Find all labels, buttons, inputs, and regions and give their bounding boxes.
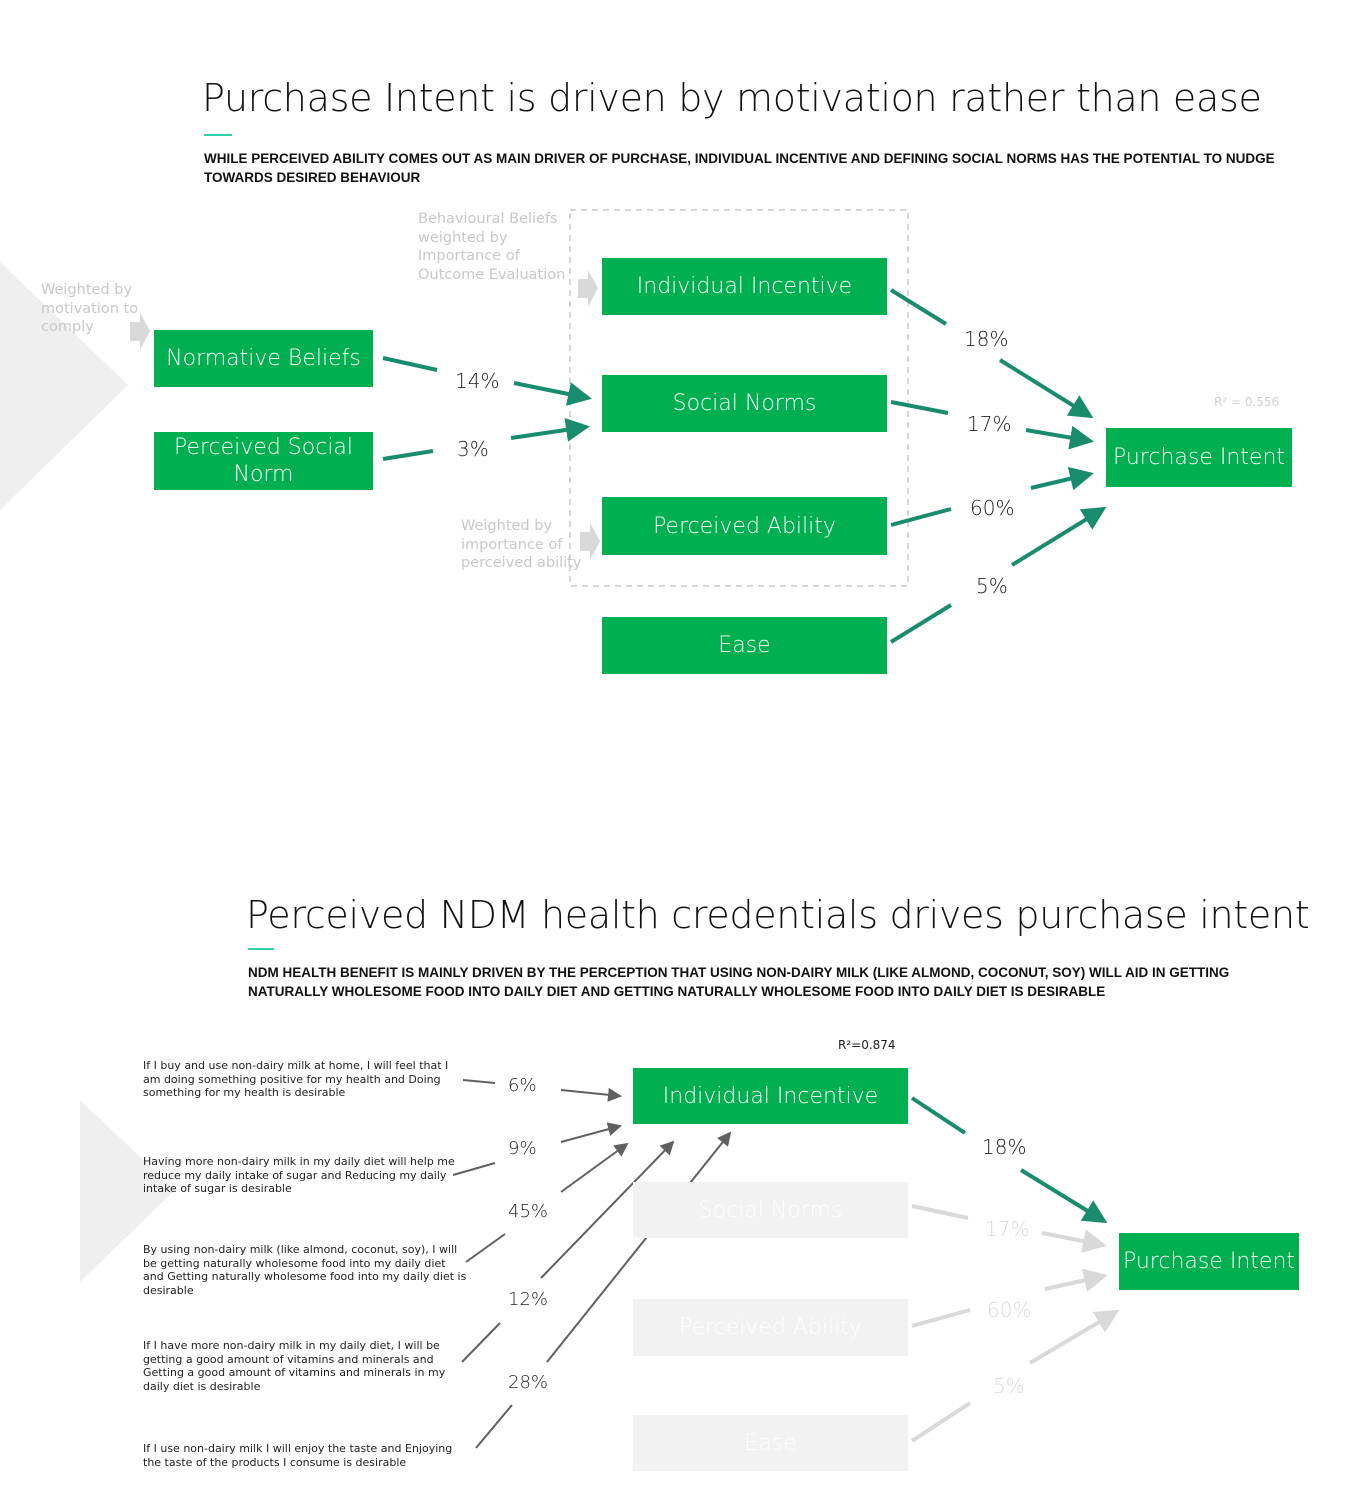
pct-ability-2: 60% xyxy=(987,1298,1032,1322)
box-perceived-ability: Perceived Ability xyxy=(602,497,887,555)
pct-stmt: 28% xyxy=(508,1372,549,1393)
arrow-ease xyxy=(1010,506,1107,567)
subtitle: WHILE PERCEIVED ABILITY COMES OUT AS MAI… xyxy=(204,151,1275,185)
box-social-norms: Social Norms xyxy=(602,375,887,432)
box-normative-beliefs: Normative Beliefs xyxy=(154,330,373,387)
pct-perceived-social: 3% xyxy=(457,437,489,461)
pct-ability: 60% xyxy=(970,496,1015,520)
dashed-group-outline xyxy=(569,209,909,587)
connector-perceived-social xyxy=(382,449,434,461)
box-individual-incentive-2: Individual Incentive xyxy=(633,1068,908,1124)
connector-stmt-2 xyxy=(452,1162,496,1176)
note-ability: Weighted by importance of perceived abil… xyxy=(461,518,582,571)
arrow-stmt-2 xyxy=(560,1122,622,1143)
box-ease: Ease xyxy=(602,617,887,674)
pct-individual-2: 18% xyxy=(982,1135,1027,1159)
pct-ease-2: 5% xyxy=(993,1374,1025,1398)
connector-normative xyxy=(382,356,438,372)
statement: If I buy and use non-dairy milk at home,… xyxy=(143,1059,449,1099)
note-motivation: Weighted by motivation to comply xyxy=(41,282,139,335)
connector-individual xyxy=(889,288,948,326)
arrow-b-ease xyxy=(1028,1309,1120,1365)
block-arrow-icon xyxy=(578,270,598,307)
page-title-2: Perceived NDM health credentials drives … xyxy=(246,893,1310,937)
arrow-b-ability xyxy=(1044,1268,1108,1293)
connector-b-social xyxy=(911,1204,969,1220)
pct-stmt: 45% xyxy=(508,1201,549,1222)
title-underline xyxy=(204,134,232,136)
arrow-stmt-4 xyxy=(540,1140,675,1279)
note-behavioural: Behavioural Beliefs weighted by Importan… xyxy=(418,211,566,283)
arrow-individual xyxy=(998,358,1094,419)
pct-individual: 18% xyxy=(964,327,1009,351)
title-underline xyxy=(248,948,274,950)
r-squared: R² = 0.556 xyxy=(1214,395,1280,409)
arrow-ability xyxy=(1030,466,1094,491)
arrow-stmt-5 xyxy=(546,1131,732,1363)
arrow-perceived-social xyxy=(510,418,590,442)
box-individual-incentive: Individual Incentive xyxy=(602,258,887,315)
connector-ease xyxy=(889,603,953,644)
connector-stmt-4 xyxy=(461,1322,501,1363)
connector-b-ease xyxy=(910,1401,972,1443)
box-purchase-intent: Purchase Intent xyxy=(1106,428,1292,487)
pct-normative: 14% xyxy=(455,369,500,393)
arrow-b-individual xyxy=(1019,1168,1108,1224)
connector-stmt-3 xyxy=(465,1233,506,1263)
connector-b-individual xyxy=(910,1096,967,1135)
block-arrow-icon xyxy=(580,523,600,560)
statement: If I use non-dairy milk I will enjoy the… xyxy=(143,1442,453,1469)
box-social-norms-2: Social Norms xyxy=(633,1182,908,1238)
pct-social: 17% xyxy=(967,412,1012,436)
box-perceived-social-norm: Perceived Social Norm xyxy=(154,432,373,490)
connector-stmt-1 xyxy=(462,1079,496,1084)
r-squared-2: R²=0.874 xyxy=(838,1038,896,1052)
pct-social-2: 17% xyxy=(985,1217,1030,1241)
background-chevron xyxy=(80,1100,175,1282)
pct-stmt: 9% xyxy=(508,1138,537,1159)
arrow-social xyxy=(1025,425,1094,450)
box-perceived-ability-2: Perceived Ability xyxy=(633,1299,908,1356)
arrow-normative xyxy=(513,381,592,406)
subtitle-2: NDM HEALTH BENEFIT IS MAINLY DRIVEN BY T… xyxy=(248,965,1230,999)
pct-stmt: 12% xyxy=(508,1289,549,1310)
box-ease-2: Ease xyxy=(633,1415,908,1471)
background-chevron xyxy=(0,262,128,510)
connector-ability xyxy=(890,507,952,527)
connector-stmt-5 xyxy=(475,1404,513,1449)
pct-stmt: 6% xyxy=(508,1075,537,1096)
arrow-stmt-1 xyxy=(560,1087,622,1102)
statement: If I have more non-dairy milk in my dail… xyxy=(143,1339,446,1393)
connector-b-ability xyxy=(911,1308,971,1328)
pct-ease: 5% xyxy=(976,574,1008,598)
statement: By using non-dairy milk (like almond, co… xyxy=(143,1243,467,1297)
statement: Having more non-dairy milk in my daily d… xyxy=(143,1155,455,1195)
block-arrow-icon xyxy=(130,313,150,350)
arrow-b-social xyxy=(1041,1229,1107,1253)
page-title: Purchase Intent is driven by motivation … xyxy=(202,76,1262,120)
connector-social xyxy=(890,400,949,415)
box-purchase-intent-2: Purchase Intent xyxy=(1119,1233,1299,1290)
arrow-stmt-3 xyxy=(560,1142,629,1193)
